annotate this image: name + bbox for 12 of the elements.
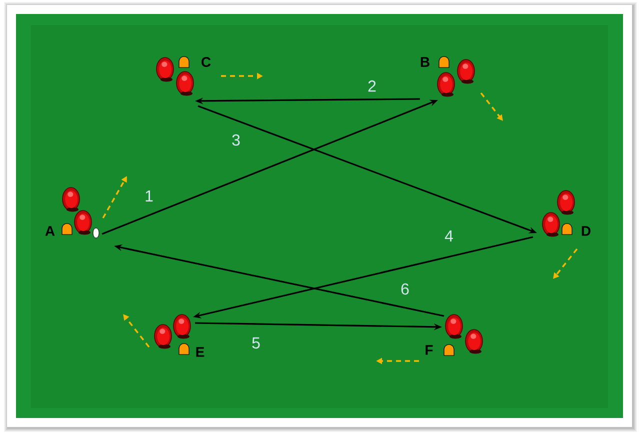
edge-label: 6 xyxy=(400,282,410,296)
player-label: F xyxy=(426,345,433,355)
edge-label: 4 xyxy=(444,230,454,242)
edge-label: 1 xyxy=(144,190,154,202)
edge-label: 3 xyxy=(230,133,242,147)
edge-label: 2 xyxy=(366,79,378,93)
player-label: B xyxy=(420,57,430,67)
player-label: E xyxy=(196,347,204,357)
edge-label: 5 xyxy=(250,336,262,350)
player-label: A xyxy=(45,226,55,236)
player-label: C xyxy=(202,57,211,67)
player-label: D xyxy=(582,226,590,236)
